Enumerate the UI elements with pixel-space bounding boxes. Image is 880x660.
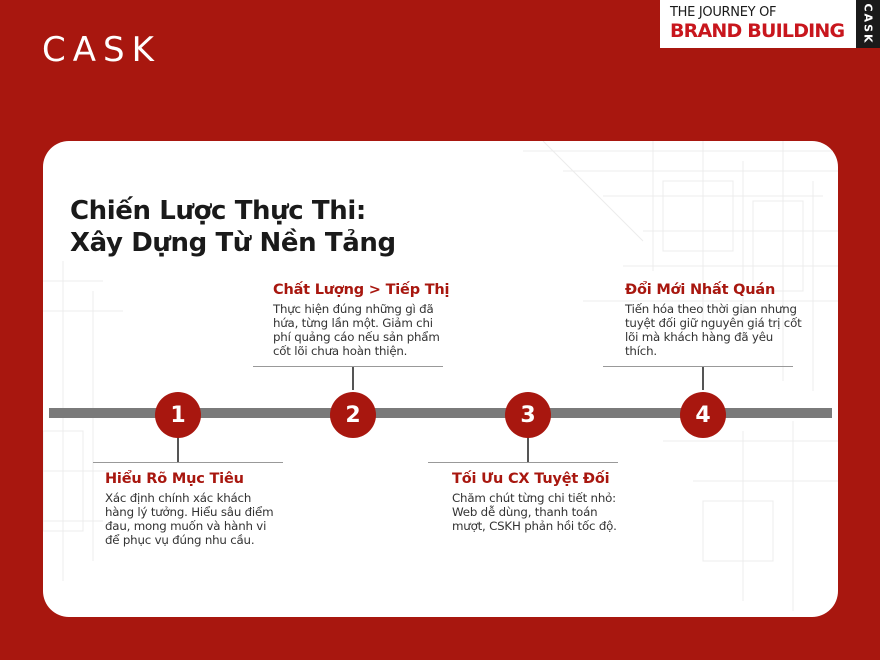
timeline-bar <box>49 408 832 418</box>
connector-1 <box>177 434 179 462</box>
badge-main: THE JOURNEY OF BRAND BUILDING <box>660 0 856 48</box>
step-1-heading: Hiểu Rõ Mục Tiêu <box>105 471 244 487</box>
step-4-text: Tiến hóa theo thời gian nhưng tuyệt đối … <box>625 302 802 358</box>
step-3-text: Chăm chút từng chi tiết nhỏ: Web dễ dùng… <box>452 491 617 533</box>
step-3-heading: Tối Ưu CX Tuyệt Đối <box>452 471 610 487</box>
step-4-block: Đổi Mới Nhất Quán Tiến hóa theo thời gia… <box>625 282 803 358</box>
connector-4 <box>702 366 704 390</box>
brand-building-badge: THE JOURNEY OF BRAND BUILDING CASK <box>660 0 880 48</box>
cask-logo: CASK <box>42 30 161 70</box>
step-2-marker: 2 <box>330 392 376 438</box>
title-line2: Xây Dựng Từ Nền Tảng <box>70 228 396 258</box>
badge-side: CASK <box>856 0 880 48</box>
step-2-heading: Chất Lượng > Tiếp Thị <box>273 282 450 298</box>
underline-4 <box>603 366 793 367</box>
badge-line2: BRAND BUILDING <box>670 20 845 42</box>
overline-1 <box>93 462 283 463</box>
badge-side-label: CASK <box>861 3 875 45</box>
overline-3 <box>428 462 618 463</box>
step-4-marker: 4 <box>680 392 726 438</box>
step-4-heading: Đổi Mới Nhất Quán <box>625 282 776 298</box>
badge-line1: THE JOURNEY OF <box>670 5 777 20</box>
strategy-card: Chiến Lược Thực Thi: Xây Dựng Từ Nền Tản… <box>43 141 838 617</box>
step-3-marker: 3 <box>505 392 551 438</box>
connector-3 <box>527 434 529 462</box>
step-1-block: Hiểu Rõ Mục Tiêu Xác định chính xác khác… <box>105 471 283 547</box>
step-2-text: Thực hiện đúng những gì đã hứa, từng lần… <box>273 302 440 358</box>
underline-2 <box>253 366 443 367</box>
step-2-block: Chất Lượng > Tiếp Thị Thực hiện đúng nhữ… <box>273 282 451 358</box>
connector-2 <box>352 366 354 390</box>
step-1-marker: 1 <box>155 392 201 438</box>
title-line1: Chiến Lược Thực Thi: <box>70 196 366 226</box>
blueprint-background <box>43 141 838 611</box>
page-title: Chiến Lược Thực Thi: Xây Dựng Từ Nền Tản… <box>70 195 396 259</box>
step-3-block: Tối Ưu CX Tuyệt Đối Chăm chút từng chi t… <box>452 471 630 533</box>
step-1-text: Xác định chính xác khách hàng lý tưởng. … <box>105 491 274 547</box>
